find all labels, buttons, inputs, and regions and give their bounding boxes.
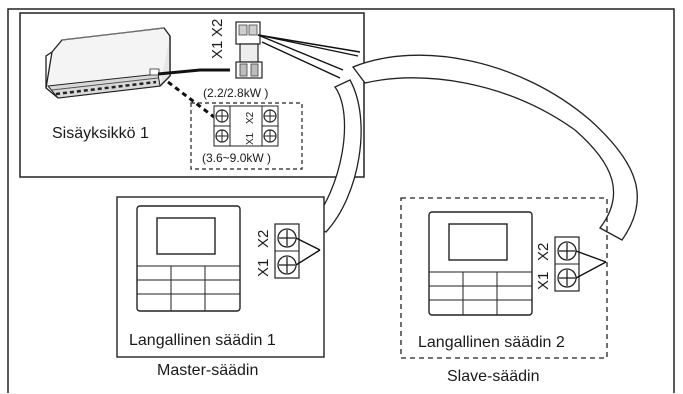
controller-2-terminal-icon — [554, 236, 580, 292]
controller-1-x1: X1 — [255, 259, 272, 277]
controller-2-x1: X1 — [535, 272, 552, 290]
signal-wires-top — [257, 34, 361, 79]
cable-to-controller-2 — [351, 54, 638, 241]
terminal-top-x1: X1 — [209, 41, 226, 59]
capacity-large-label: (3.6~9.0kW ) — [202, 151, 271, 165]
outer-frame — [7, 8, 675, 393]
controller-2-role: Slave-säädin — [447, 368, 540, 385]
controller-2-wires — [575, 250, 607, 279]
terminal-connector-icon — [235, 21, 263, 79]
controller-1-role: Master-säädin — [157, 362, 258, 379]
inline-terminal-dashed-box — [190, 102, 303, 170]
screw-terminal-block-icon — [213, 105, 279, 147]
wired-controller-icon — [136, 205, 241, 312]
controller-1-label: Langallinen säädin 1 — [129, 332, 276, 349]
controller-1-wires — [295, 237, 321, 266]
cable-to-controller-1 — [308, 79, 362, 233]
terminal-inline-x1: X1 — [245, 132, 256, 145]
terminal-top-x2: X2 — [209, 19, 226, 37]
controller-1-terminal-icon — [274, 223, 300, 279]
indoor-cable — [157, 68, 230, 76]
terminal-inline-x2: X2 — [245, 111, 256, 124]
capacity-small-label: (2.2/2.8kW ) — [203, 86, 268, 100]
indoor-unit-panel: X1 X2 (2.2/2.8kW ) X1 X2 (3.6~9.0kW ) Si… — [19, 12, 365, 178]
indoor-cable-dashed — [167, 80, 215, 119]
indoor-unit-label: Sisäyksikkö 1 — [52, 125, 149, 142]
controller-2-label: Langallinen säädin 2 — [418, 334, 565, 351]
controller-2-x2: X2 — [535, 243, 552, 261]
controller-1-x2: X2 — [255, 230, 272, 248]
wired-controller-icon — [428, 211, 533, 316]
controller-1-panel: X2 X1 Langallinen säädin 1 — [116, 196, 325, 358]
controller-2-panel: X2 X1 Langallinen säädin 2 — [400, 197, 608, 359]
air-conditioner-icon — [45, 27, 171, 99]
controller-2-dashed-box — [400, 197, 608, 359]
